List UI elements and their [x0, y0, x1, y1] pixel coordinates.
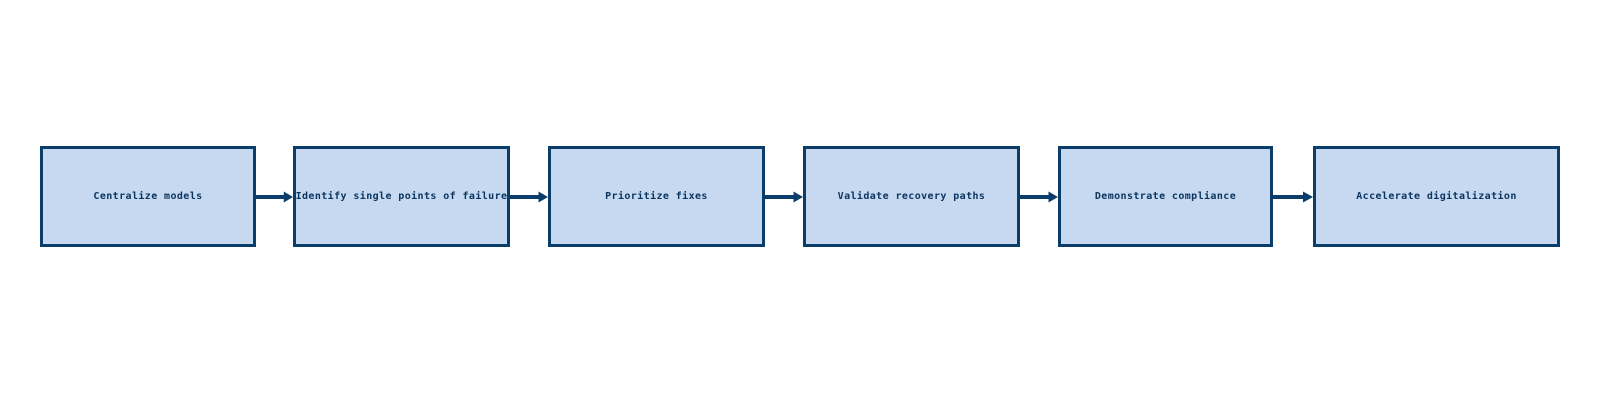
- flow-arrow-1: [256, 188, 293, 206]
- flow-node-1-label: Centralize models: [93, 191, 203, 202]
- flow-arrow-5-glyph: [1273, 191, 1313, 203]
- flow-arrow-2: [510, 188, 548, 206]
- flow-node-5-label: Demonstrate compliance: [1094, 191, 1237, 202]
- flow-node-6[interactable]: Accelerate digitalization: [1313, 146, 1560, 247]
- flow-arrow-2-glyph: [510, 191, 548, 203]
- flow-node-4-label: Validate recovery paths: [837, 191, 986, 202]
- flow-node-1[interactable]: Centralize models: [40, 146, 256, 247]
- flow-node-3-label: Prioritize fixes: [605, 191, 708, 202]
- flow-node-5[interactable]: Demonstrate compliance: [1058, 146, 1273, 247]
- flow-node-2-label: Identify single points of failure: [295, 191, 508, 202]
- flow-arrow-3: [765, 188, 803, 206]
- flow-arrow-4-glyph: [1020, 191, 1058, 203]
- flow-node-2[interactable]: Identify single points of failure: [293, 146, 510, 247]
- flow-arrow-4: [1020, 188, 1058, 206]
- flow-node-4[interactable]: Validate recovery paths: [803, 146, 1020, 247]
- flow-node-6-label: Accelerate digitalization: [1356, 191, 1517, 202]
- flow-arrow-5: [1273, 188, 1313, 206]
- flow-arrow-1-glyph: [256, 191, 293, 203]
- flow-arrow-3-glyph: [765, 191, 803, 203]
- flow-node-3[interactable]: Prioritize fixes: [548, 146, 765, 247]
